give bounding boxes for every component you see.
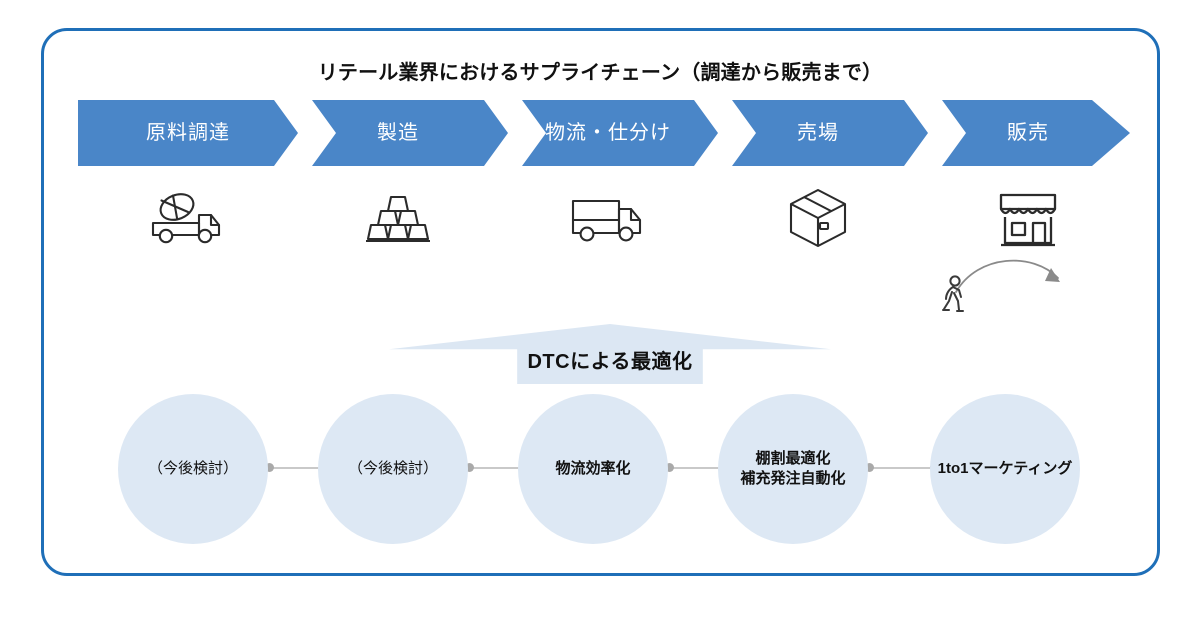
connector-2-3 <box>468 467 534 469</box>
stage-label-selling[interactable]: 販売 <box>1007 122 1049 144</box>
outcome-line: 棚割最適化 <box>755 449 831 467</box>
connector-1-2 <box>268 467 334 469</box>
outcome-label-2: （今後検討） <box>288 394 498 544</box>
shopper-group <box>938 256 1078 316</box>
outcome-label-1: （今後検討） <box>88 394 298 544</box>
connector-3-4 <box>668 467 734 469</box>
delivery-truck-icon <box>567 193 649 243</box>
curved-arrow-icon <box>955 259 1060 293</box>
stacked-ingots-icon <box>363 191 433 245</box>
dtc-banner-label: DTCによる最適化 <box>527 350 693 373</box>
stage-label-manufacturing[interactable]: 製造 <box>377 122 419 144</box>
connector-4-5 <box>868 467 934 469</box>
outcome-line: 物流効率化 <box>555 459 631 477</box>
outcome-circle-2[interactable] <box>318 394 468 544</box>
dtc-optimization-banner: DTCによる最適化 <box>389 324 831 384</box>
outcome-line: 1to1マーケティング <box>937 459 1073 477</box>
connector-dot-1a <box>265 463 274 472</box>
outcome-circle-3[interactable] <box>518 394 668 544</box>
supply-chain-banner <box>78 100 1130 166</box>
outcome-label-3: 物流効率化 <box>488 394 698 544</box>
outcome-label-5: 1to1マーケティング <box>900 394 1110 544</box>
outcome-circle-4[interactable] <box>718 394 868 544</box>
outcome-line: （今後検討） <box>347 459 438 477</box>
connector-dot-4a <box>865 463 874 472</box>
outcome-line: （今後検討） <box>147 459 238 477</box>
walking-person-icon <box>942 275 964 312</box>
icon-slot-selling <box>948 185 1108 251</box>
connector-dot-3a <box>665 463 674 472</box>
icon-slot-sales-floor <box>738 185 898 251</box>
connector-dot-2a <box>465 463 474 472</box>
stage-label-logistics[interactable]: 物流・仕分け <box>545 122 671 144</box>
cement-mixer-truck-icon <box>147 191 229 245</box>
outcome-circle-1[interactable] <box>118 394 268 544</box>
icon-slot-manufacturing <box>318 185 478 251</box>
outcome-line: 補充発注自動化 <box>740 470 846 487</box>
page-title: リテール業界におけるサプライチェーン（調達から販売まで） <box>317 62 883 84</box>
icon-slot-logistics <box>528 185 688 251</box>
icon-slot-procurement <box>108 185 268 251</box>
stage-label-sales-floor[interactable]: 売場 <box>797 122 839 144</box>
storefront-icon <box>997 189 1059 247</box>
cardboard-box-icon <box>788 187 848 249</box>
outcome-circle-5[interactable] <box>930 394 1080 544</box>
stage-label-procurement[interactable]: 原料調達 <box>146 122 230 144</box>
outcome-label-4: 棚割最適化 補充発注自動化 <box>688 394 898 544</box>
